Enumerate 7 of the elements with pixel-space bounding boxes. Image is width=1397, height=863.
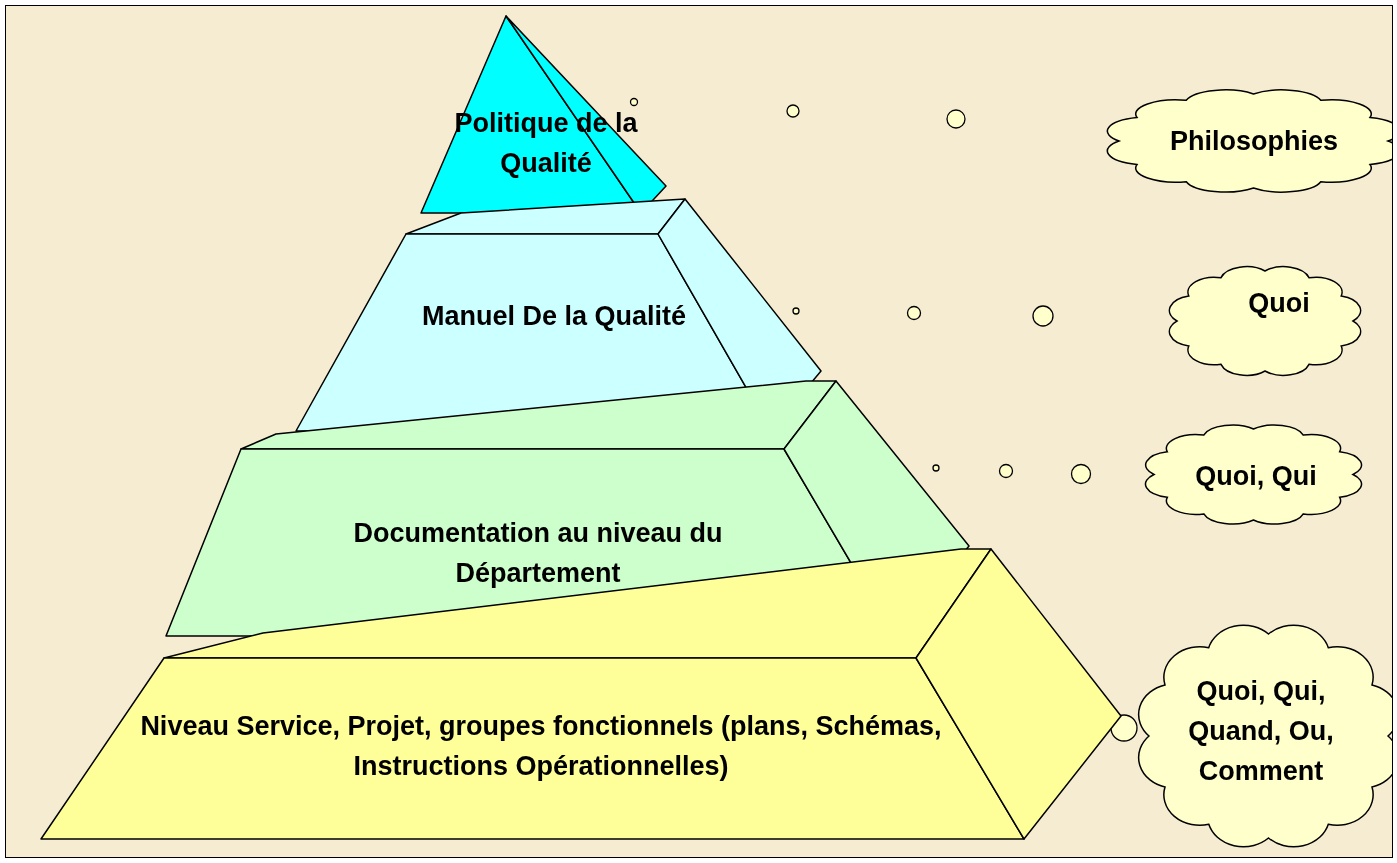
layer-label: Niveau Service, Projet, groupes fonctionnels (plans, Schémas, Instructions Opérationnelles) — [139, 710, 943, 783]
cloud-label: Quoi — [1247, 287, 1311, 320]
cloud-label: Philosophies — [1169, 125, 1339, 158]
layer-label: Documentation au niveau du Département — [352, 517, 724, 590]
cloud-label: Quoi, Qui, Quand, Ou, Comment — [1187, 675, 1335, 788]
cloud-label: Quoi, Qui — [1194, 460, 1318, 493]
layer-label: Manuel De la Qualité — [420, 300, 688, 333]
